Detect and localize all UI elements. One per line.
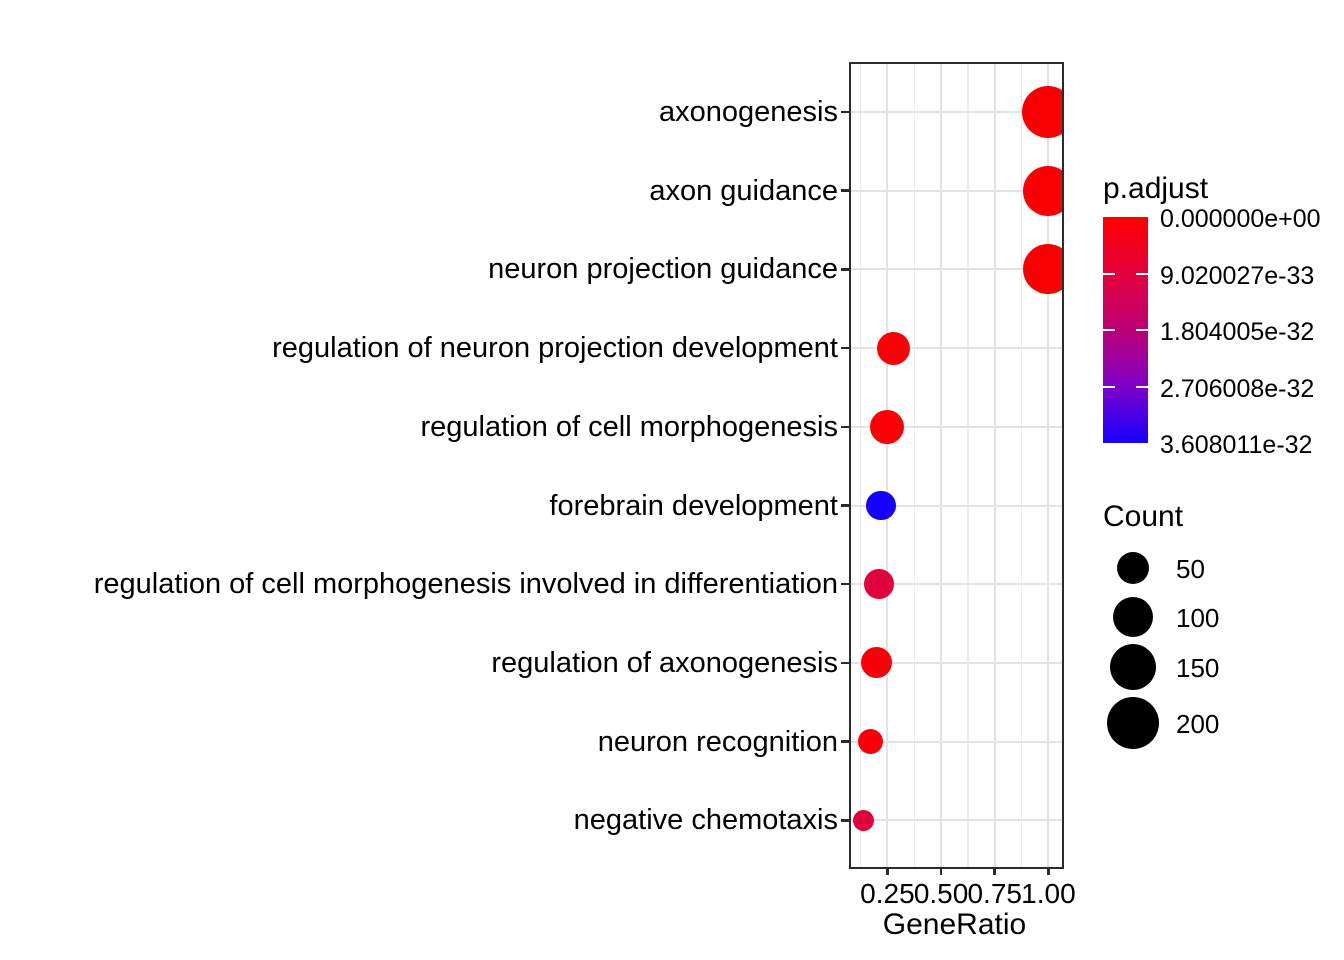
gridline-vertical-major [993, 64, 996, 867]
category-label: regulation of cell morphogenesis [420, 410, 838, 443]
category-label: regulation of cell morphogenesis involve… [93, 568, 838, 601]
colorbar-gradient [1103, 217, 1148, 443]
data-point [870, 409, 905, 444]
data-point [877, 331, 911, 365]
colorbar-tick-label: 2.706008e-32 [1160, 374, 1315, 403]
data-point [1022, 85, 1062, 138]
size-legend-label: 50 [1176, 554, 1205, 584]
x-axis-tick [1047, 867, 1050, 875]
data-point [863, 569, 894, 600]
gridline-horizontal-major [851, 189, 1062, 192]
size-legend-label: 150 [1176, 653, 1220, 683]
size-legend-title: Count [1103, 500, 1184, 533]
gridline-vertical-major [1047, 64, 1050, 867]
category-label: regulation of neuron projection developm… [272, 332, 838, 365]
colorbar-tick [1103, 385, 1115, 388]
category-label: neuron recognition [597, 725, 838, 758]
size-legend-circle [1106, 696, 1159, 749]
gridline-horizontal-major [851, 819, 1062, 822]
gridline-vertical-major [886, 64, 889, 867]
size-legend-label: 100 [1176, 603, 1220, 633]
y-axis-tick [841, 189, 849, 192]
category-label: negative chemotaxis [573, 804, 838, 837]
colorbar-tick [1136, 385, 1148, 388]
gridline-horizontal-major [851, 425, 1062, 428]
color-legend-title: p.adjust [1103, 172, 1209, 205]
data-point [866, 490, 896, 521]
x-axis-title: GeneRatio [882, 908, 1027, 941]
category-label: forebrain development [549, 489, 838, 522]
colorbar-tick-label: 1.804005e-32 [1160, 318, 1315, 346]
gridline-vertical-major [940, 64, 943, 867]
x-axis-tick [993, 867, 996, 875]
y-axis-tick [841, 819, 849, 822]
data-point [1023, 165, 1062, 216]
colorbar-tick [1136, 272, 1148, 275]
y-axis-tick [841, 346, 849, 350]
colorbar-tick-label: 0.000000e+00 [1160, 205, 1321, 233]
x-axis-tick-label: 0.50 [913, 878, 969, 909]
category-label: regulation of axonogenesis [491, 646, 838, 679]
data-point [1023, 244, 1062, 295]
x-axis-tick [886, 867, 889, 875]
colorbar-tick-label: 9.020027e-33 [1160, 261, 1315, 290]
y-axis-tick [841, 425, 849, 429]
y-axis-tick [841, 110, 849, 114]
colorbar-tick [1103, 329, 1115, 331]
x-axis-tick [939, 867, 943, 875]
gridline-horizontal-major [851, 583, 1062, 586]
data-point [857, 729, 883, 755]
gridline-vertical-minor [913, 64, 915, 867]
colorbar-tick [1136, 329, 1148, 331]
gridline-vertical-minor [1020, 64, 1023, 867]
gridline-horizontal-major [851, 268, 1062, 271]
x-axis-tick-label: 1.00 [1021, 878, 1076, 909]
category-label: axonogenesis [659, 96, 838, 128]
size-legend-circle [1112, 596, 1154, 638]
data-point [861, 647, 893, 679]
x-axis-tick-label: 0.25 [860, 878, 915, 909]
y-axis-tick [841, 740, 849, 743]
colorbar-tick [1103, 272, 1115, 275]
y-axis-tick [841, 504, 849, 507]
gridline-horizontal-major [851, 661, 1062, 664]
gridline-horizontal-major [851, 740, 1062, 743]
category-label: axon guidance [649, 174, 838, 207]
gridline-horizontal-major [851, 111, 1062, 113]
gridline-horizontal-major [851, 347, 1062, 350]
x-axis-tick-label: 0.75 [967, 878, 1022, 909]
data-point [853, 809, 875, 831]
category-label: neuron projection guidance [488, 253, 838, 286]
gridline-vertical-minor [859, 64, 862, 867]
y-axis-tick [841, 268, 849, 271]
size-legend-circle [1109, 643, 1157, 691]
y-axis-tick [841, 661, 849, 665]
size-legend-label: 200 [1176, 709, 1220, 739]
size-legend-circle [1116, 551, 1149, 584]
colorbar-tick-label: 3.608011e-32 [1160, 431, 1313, 459]
y-axis-tick [841, 582, 849, 586]
gridline-vertical-minor [967, 64, 969, 867]
gridline-horizontal-major [851, 504, 1062, 507]
plot-panel [849, 62, 1064, 869]
